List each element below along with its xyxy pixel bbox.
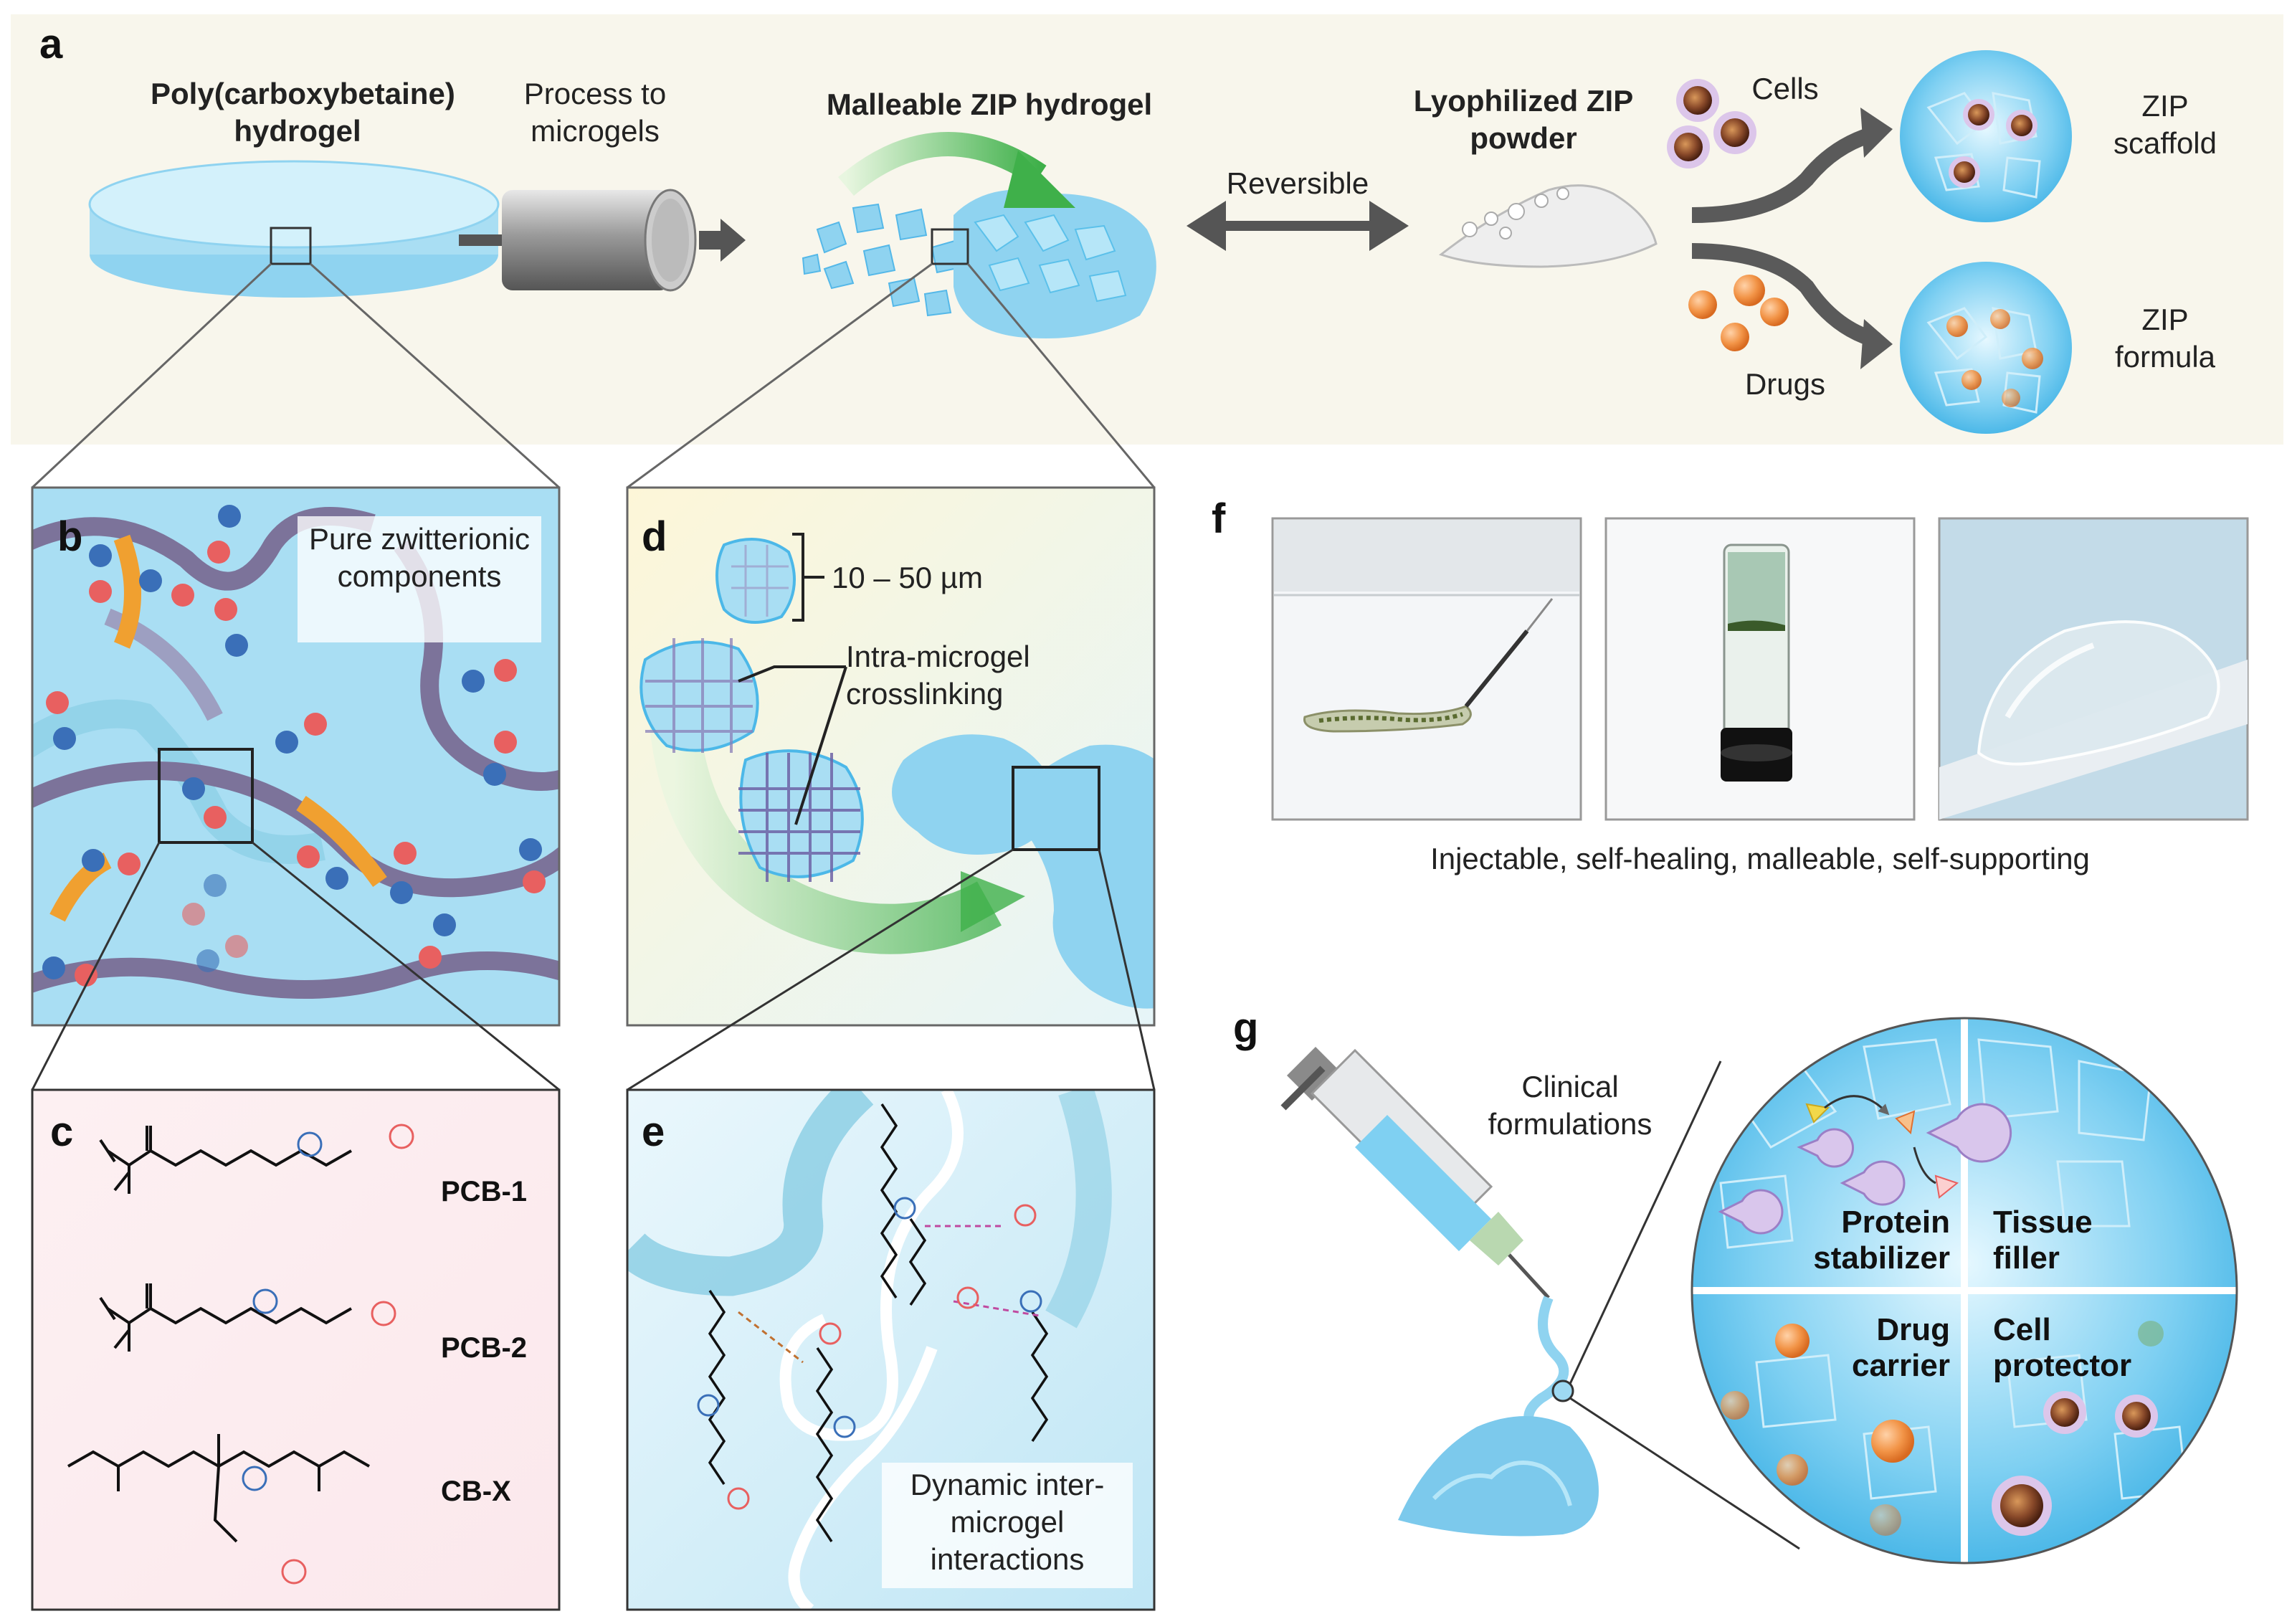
extruder-cylinder [459, 189, 746, 292]
microgel-large [738, 749, 864, 882]
zip-formula-label: ZIP formula [2114, 303, 2216, 374]
panel-b-frame [31, 486, 561, 1027]
pcb1-label: PCB-1 [441, 1176, 528, 1207]
microgel-small [715, 538, 796, 624]
tissue-filler-label: Tissue filler [1993, 1205, 2093, 1276]
chemical-structures [67, 1126, 370, 1543]
split-arrows [1691, 108, 1893, 369]
drugs-group [1688, 275, 1789, 351]
panel-label-a: a [39, 21, 63, 67]
panel-d-frame [626, 486, 1156, 1027]
zip-hydrogel-mass [838, 132, 1156, 338]
cbx-structure [67, 1434, 370, 1543]
cells-label: Cells [1751, 72, 1819, 105]
cell-protector-label: Cell protector [1993, 1312, 2132, 1383]
charges-c [242, 1124, 414, 1585]
reversible-label: Reversible [1226, 166, 1369, 200]
drugs-label: Drugs [1744, 367, 1826, 401]
injected-gel [1398, 1296, 1599, 1537]
process-to-microgels-label: Process to microgels [523, 77, 667, 148]
zoom-box [1012, 766, 1100, 851]
panel-label-g: g [1233, 1005, 1259, 1051]
panel-d-graphic [627, 488, 1154, 1025]
dynamic-interactions-note: Dynamic inter-microgel interactions [882, 1463, 1133, 1588]
syringe [1280, 1047, 1550, 1299]
lyophilized-label: Lyophilized ZIP powder [1413, 84, 1634, 155]
zoom-box [270, 227, 312, 265]
intra-microgel-label: Intra-microgel crosslinking [846, 640, 1030, 711]
panel-label-c: c [50, 1108, 74, 1155]
zip-formula-sphere [1900, 262, 2072, 434]
cells-group [1667, 79, 1756, 168]
pcb2-label: PCB-2 [441, 1332, 528, 1364]
cbx-label: CB-X [441, 1476, 511, 1507]
e-chains [708, 1103, 1049, 1542]
zoom-box [931, 228, 969, 265]
reversible-arrow [1187, 201, 1409, 251]
zoom-lines-a [31, 262, 1156, 489]
pcb-hydrogel-disc [88, 160, 500, 298]
panel-label-e: e [642, 1108, 665, 1155]
zip-scaffold-label: ZIP scaffold [2113, 89, 2217, 160]
pure-zwitterionic-note: Pure zwitterionic components [298, 516, 541, 642]
panel-f-photo-2 [1604, 517, 1916, 821]
panel-label-f: f [1212, 495, 1226, 542]
zoom-lines-g [1569, 1060, 1800, 1550]
zoom-lines-d [627, 848, 1156, 1091]
size-range-label: 10 – 50 µm [832, 561, 983, 594]
zoom-box [158, 748, 254, 844]
panel-e-frame [626, 1088, 1156, 1611]
pcb2-structure [99, 1283, 352, 1352]
pcb1-structure [99, 1126, 352, 1194]
panel-c-frame [31, 1088, 561, 1611]
panel-f-photo-1 [1271, 517, 1582, 821]
lyophilized-powder [1438, 184, 1658, 268]
panel-label-b: b [57, 513, 83, 560]
zoom-lines-b [31, 841, 560, 1091]
protein-stabilizer-label: Protein stabilizer [1813, 1205, 1950, 1276]
zip-scaffold-sphere [1900, 50, 2072, 222]
panel-f-caption: Injectable, self-healing, malleable, sel… [1430, 842, 2090, 875]
drug-carrier-label: Drug carrier [1851, 1312, 1950, 1383]
clinical-formulations-label: Clinical formulations [1488, 1070, 1653, 1141]
panel-label-d: d [642, 513, 667, 560]
panel-f-photo-3 [1938, 517, 2249, 821]
malleable-zip-label: Malleable ZIP hydrogel [826, 87, 1153, 121]
pcb-hydrogel-label: Poly(carboxybetaine) hydrogel [151, 77, 455, 148]
application-circle [1691, 1017, 2238, 1564]
charge-pairs [42, 505, 546, 987]
microgel-medium [639, 638, 759, 753]
